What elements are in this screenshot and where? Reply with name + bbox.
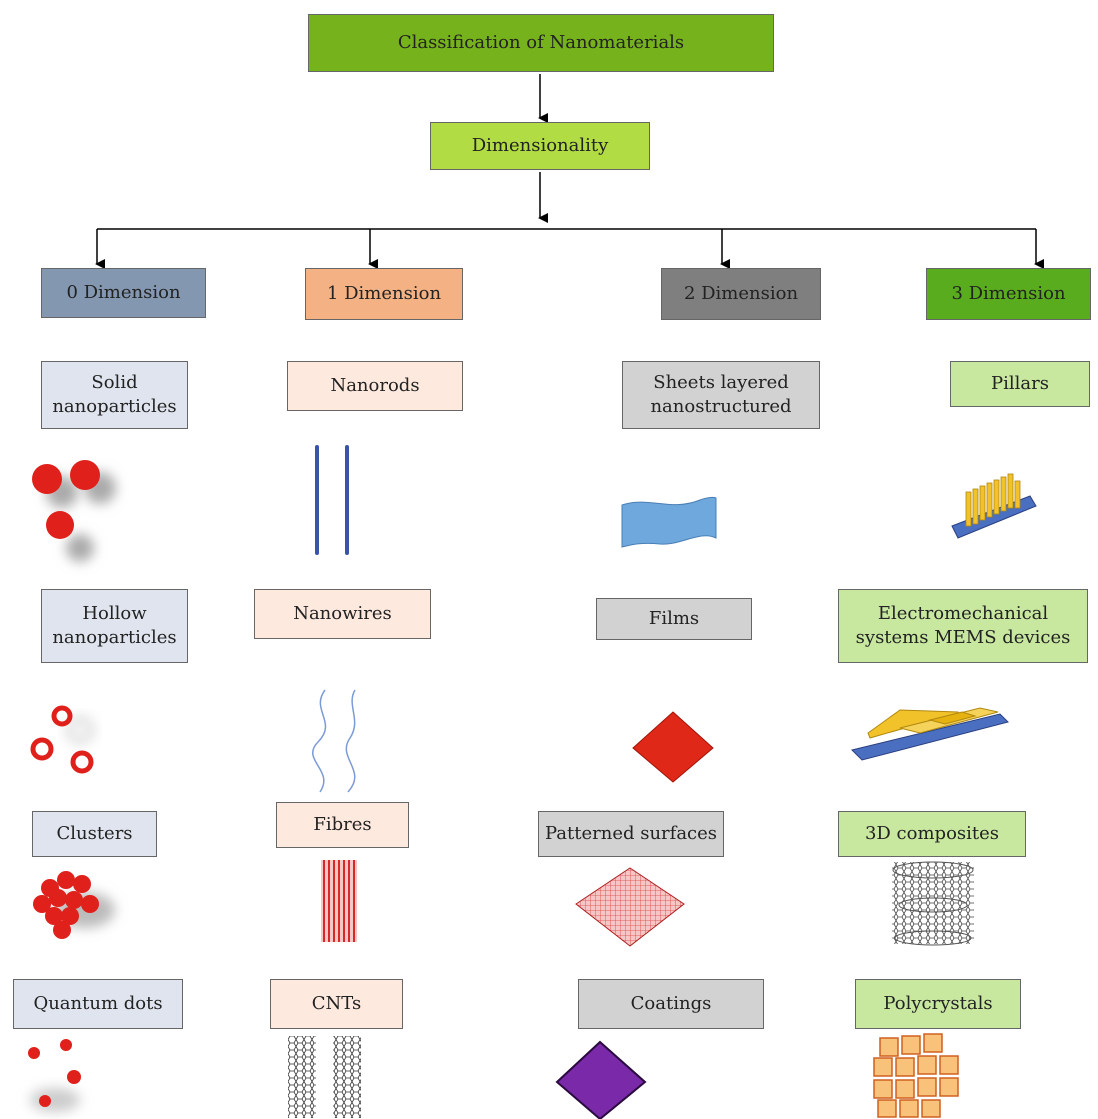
header-0-dimension: 0 Dimension xyxy=(41,268,206,318)
item-coatings: Coatings xyxy=(578,979,764,1029)
item-cnts: CNTs xyxy=(270,979,403,1029)
item-label: Films xyxy=(648,608,700,629)
item-fibres: Fibres xyxy=(276,802,409,848)
item-label: Nanorods xyxy=(330,375,420,396)
item-label: Quantum dots xyxy=(33,993,163,1014)
item-label: Clusters xyxy=(56,823,133,844)
item-label: Sheets layered nanostructured xyxy=(650,372,792,417)
nanowires-image xyxy=(311,689,356,793)
sheets-image xyxy=(621,496,717,548)
item-nanowires: Nanowires xyxy=(254,589,431,639)
title-text: Classification of Nanomaterials xyxy=(397,32,685,53)
pillars-image xyxy=(951,473,1037,539)
item-label: Pillars xyxy=(991,373,1049,394)
title-box: Classification of Nanomaterials xyxy=(308,14,774,72)
item-label: Fibres xyxy=(313,814,372,835)
item-films: Films xyxy=(596,598,752,640)
item-label: 3D composites xyxy=(864,823,1000,844)
item-label: Patterned surfaces xyxy=(544,823,718,844)
dimensionality-text: Dimensionality xyxy=(471,135,609,156)
films-image xyxy=(632,711,714,783)
item-clusters: Clusters xyxy=(32,811,157,857)
coatings-image xyxy=(555,1040,647,1119)
item-label: Electromechanical systems MEMS devices xyxy=(855,603,1071,648)
item-mems-devices: Electromechanical systems MEMS devices xyxy=(838,589,1088,663)
item-solid-nanoparticles: Solid nanoparticles xyxy=(41,361,188,429)
header-3-dimension: 3 Dimension xyxy=(926,268,1091,320)
header-1-dimension: 1 Dimension xyxy=(305,268,463,320)
solid-nanoparticles-image xyxy=(32,460,116,562)
item-patterned-surfaces: Patterned surfaces xyxy=(538,811,724,857)
clusters-image xyxy=(33,871,115,939)
polycrystals-image xyxy=(873,1033,959,1118)
item-hollow-nanoparticles: Hollow nanoparticles xyxy=(41,589,188,663)
item-polycrystals: Polycrystals xyxy=(855,979,1021,1029)
composites-image xyxy=(892,861,974,946)
item-sheets-layered: Sheets layered nanostructured xyxy=(622,361,820,429)
item-pillars: Pillars xyxy=(950,361,1090,407)
item-label: Solid nanoparticles xyxy=(52,372,177,417)
item-3d-composites: 3D composites xyxy=(838,811,1026,857)
header-label: 3 Dimension xyxy=(951,283,1066,304)
nanorods-image xyxy=(315,445,349,555)
item-label: CNTs xyxy=(311,993,362,1014)
header-2-dimension: 2 Dimension xyxy=(661,268,821,320)
quantum-dots-image xyxy=(28,1039,81,1112)
dimensionality-box: Dimensionality xyxy=(430,122,650,170)
item-label: Coatings xyxy=(630,993,712,1014)
item-label: Polycrystals xyxy=(883,993,993,1014)
header-label: 2 Dimension xyxy=(683,283,799,304)
cnts-image xyxy=(288,1036,361,1118)
mems-image xyxy=(851,707,1009,761)
item-quantum-dots: Quantum dots xyxy=(13,979,183,1029)
patterned-surface-image xyxy=(575,867,685,947)
hollow-nanoparticles-image xyxy=(30,705,94,774)
header-label: 0 Dimension xyxy=(66,282,181,303)
fibres-image xyxy=(321,860,357,942)
item-label: Hollow nanoparticles xyxy=(52,603,177,648)
item-label: Nanowires xyxy=(293,603,392,624)
header-label: 1 Dimension xyxy=(326,283,442,304)
item-nanorods: Nanorods xyxy=(287,361,463,411)
